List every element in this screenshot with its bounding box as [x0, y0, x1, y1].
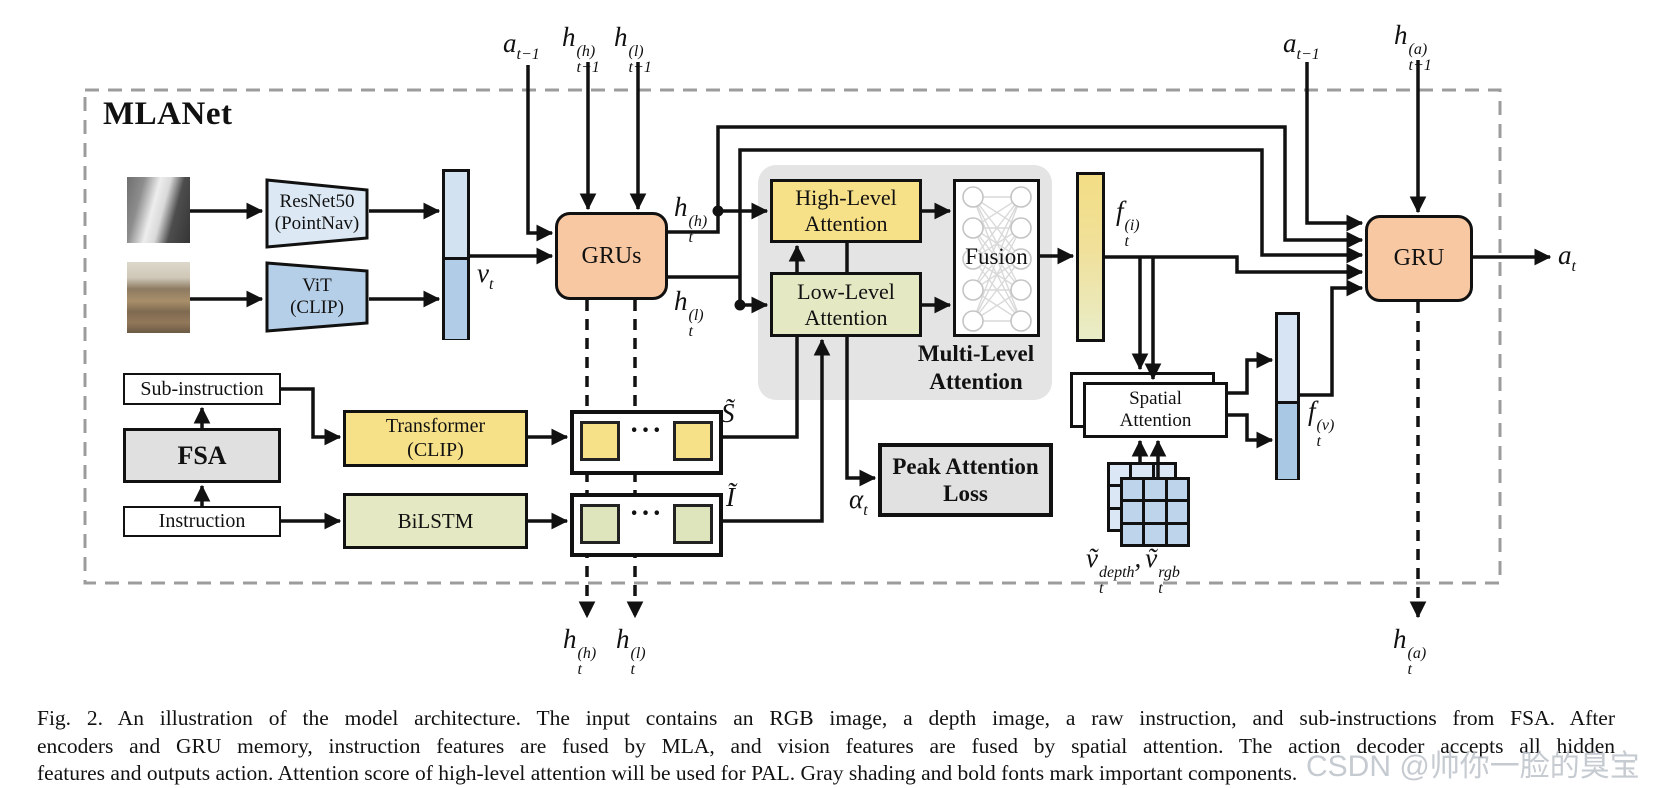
fused-visual-feature-bar [1275, 312, 1300, 480]
f-v-label: f(v)t [1308, 396, 1335, 450]
resnet-label-line2: (PointNav) [274, 213, 360, 234]
transformer-encoder-box: Transformer (CLIP) [343, 410, 528, 467]
token-cell [673, 421, 713, 461]
caption-line: encoders and GRU memory, instruction fea… [37, 733, 1615, 758]
figure-caption: Fig. 2. An illustration of the model arc… [37, 705, 1615, 788]
peak-attention-loss-box: Peak Attention Loss [878, 443, 1053, 517]
h-prev-h-label: h(h)t−1 [562, 22, 600, 76]
v-t-label: vt [477, 258, 494, 293]
f-i-label: f(i)t [1116, 196, 1140, 250]
pal-line2: Loss [943, 481, 988, 506]
vit-label-line2: (CLIP) [290, 297, 344, 318]
junction-dot [712, 205, 724, 217]
spatial-line2: Attention [1119, 410, 1192, 431]
caption-line: features and outputs action. Attention s… [37, 761, 1298, 785]
h-t-a-bottom-label: h(a)t [1393, 624, 1427, 678]
resnet-encoder: ResNet50 (PointNav) [265, 176, 369, 250]
depth-feature-segment [445, 172, 467, 257]
multi-level-line1: Multi-Level [917, 341, 1035, 366]
low-attention-line1: Low-Level [797, 278, 895, 304]
alpha-t-label: αt [849, 484, 868, 519]
instruction-feature-bar [1076, 172, 1105, 342]
h-t-l-label: h(l)t [674, 286, 704, 340]
fv-rgb-segment [1278, 401, 1297, 479]
a-prev-label-left: at−1 [503, 28, 540, 63]
h-t-h-bottom-label: h(h)t [563, 624, 597, 678]
h-prev-l-label: h(l)t−1 [614, 22, 652, 76]
pal-line1: Peak Attention [892, 453, 1039, 479]
s-tilde-label: S̃ [721, 398, 735, 428]
h-prev-a-label: h(a)t−1 [1394, 20, 1432, 74]
multi-level-line2: Attention [929, 368, 1023, 394]
low-attention-line2: Attention [804, 304, 888, 330]
junction-dot [734, 299, 746, 311]
rgb-feature-grid [1120, 477, 1190, 547]
action-gru-box: GRU [1365, 215, 1473, 302]
rgb-feature-segment [445, 257, 467, 339]
fv-depth-segment [1278, 315, 1297, 401]
low-level-attention-box: Low-Level Attention [770, 272, 922, 337]
vit-label-line1: ViT [302, 275, 332, 297]
fusion-label: Fusion [965, 244, 1028, 269]
high-level-attention-box: High-Level Attention [770, 179, 922, 243]
diagram-title: MLANet [103, 96, 233, 132]
h-t-l-bottom-label: h(l)t [616, 624, 646, 678]
bilstm-encoder-box: BiLSTM [343, 493, 528, 549]
instruction-box: Instruction [123, 506, 281, 537]
csdn-watermark: CSDN @帅你一脸的臭宝 [1306, 750, 1640, 783]
caption-line: Fig. 2. An illustration of the model arc… [37, 706, 1615, 730]
a-t-label: at [1558, 240, 1576, 275]
a-prev-label-right: at−1 [1283, 28, 1320, 63]
transformer-line1: Transformer [385, 414, 486, 437]
fsa-box: FSA [123, 428, 281, 483]
sub-instruction-token-row: ··· [570, 410, 723, 475]
spatial-line1: Spatial [1129, 387, 1182, 409]
resnet-label-line1: ResNet50 [279, 191, 355, 213]
vit-encoder: ViT (CLIP) [265, 260, 369, 334]
sub-instruction-box: Sub-instruction [123, 373, 281, 405]
high-attention-line2: Attention [804, 211, 888, 236]
depth-image [127, 177, 190, 243]
visual-feature-bar [442, 169, 470, 340]
rgb-image [127, 262, 190, 333]
token-cell [673, 504, 713, 544]
h-t-h-label: h(h)t [674, 192, 708, 246]
instruction-token-row: ··· [570, 493, 723, 557]
high-attention-line1: High-Level [795, 185, 897, 211]
transformer-line2: (CLIP) [407, 438, 464, 461]
multi-level-attention-label: Multi-Level Attention [896, 340, 1056, 395]
i-tilde-label: Ĩ [726, 482, 735, 512]
spatial-attention-box: Spatial Attention [1083, 382, 1228, 438]
fusion-box: Fusion [953, 179, 1040, 337]
grus-box: GRUs [555, 212, 668, 300]
